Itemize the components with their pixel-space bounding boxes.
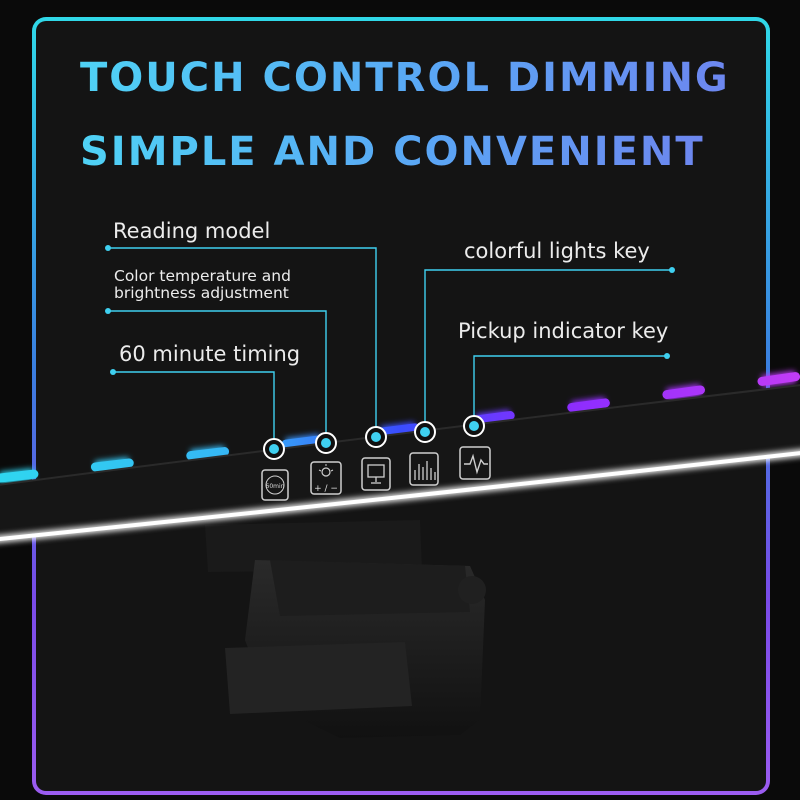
callout-dots (105, 245, 675, 375)
headline-line-1: TOUCH CONTROL DIMMING (80, 55, 730, 101)
waveform-icon (464, 453, 488, 475)
bulb-icon (321, 467, 331, 477)
callout-timing: 60 minute timing (119, 342, 301, 366)
headline-line-2: SIMPLE AND CONVENIENT (80, 129, 705, 175)
callout-reading-model: Reading model (113, 219, 271, 243)
brightness-signs: + / − (314, 484, 338, 494)
callout-color-temperature-line-2: brightness adjustment (114, 284, 289, 303)
callout-color-temperature: Color temperature and brightness adjustm… (114, 267, 291, 303)
reading-mode-button[interactable] (361, 457, 391, 491)
equalizer-icon (414, 461, 436, 480)
callout-colorful-lights: colorful lights key (464, 239, 650, 263)
timer-icon-text: 60min (266, 483, 285, 490)
rgb-led-strip-core (0, 371, 800, 483)
monitor-clamp (205, 520, 486, 738)
callout-lines (108, 247, 672, 450)
timer-button[interactable]: 60min (261, 469, 289, 501)
colorful-lights-button[interactable] (409, 452, 439, 486)
brightness-button[interactable]: + / − (310, 461, 342, 495)
pickup-indicator-button[interactable] (459, 446, 491, 480)
callout-rings (263, 415, 485, 460)
callout-color-temperature-line-1: Color temperature and (114, 267, 291, 285)
light-bar (0, 384, 800, 543)
callout-pickup-indicator: Pickup indicator key (458, 319, 669, 343)
